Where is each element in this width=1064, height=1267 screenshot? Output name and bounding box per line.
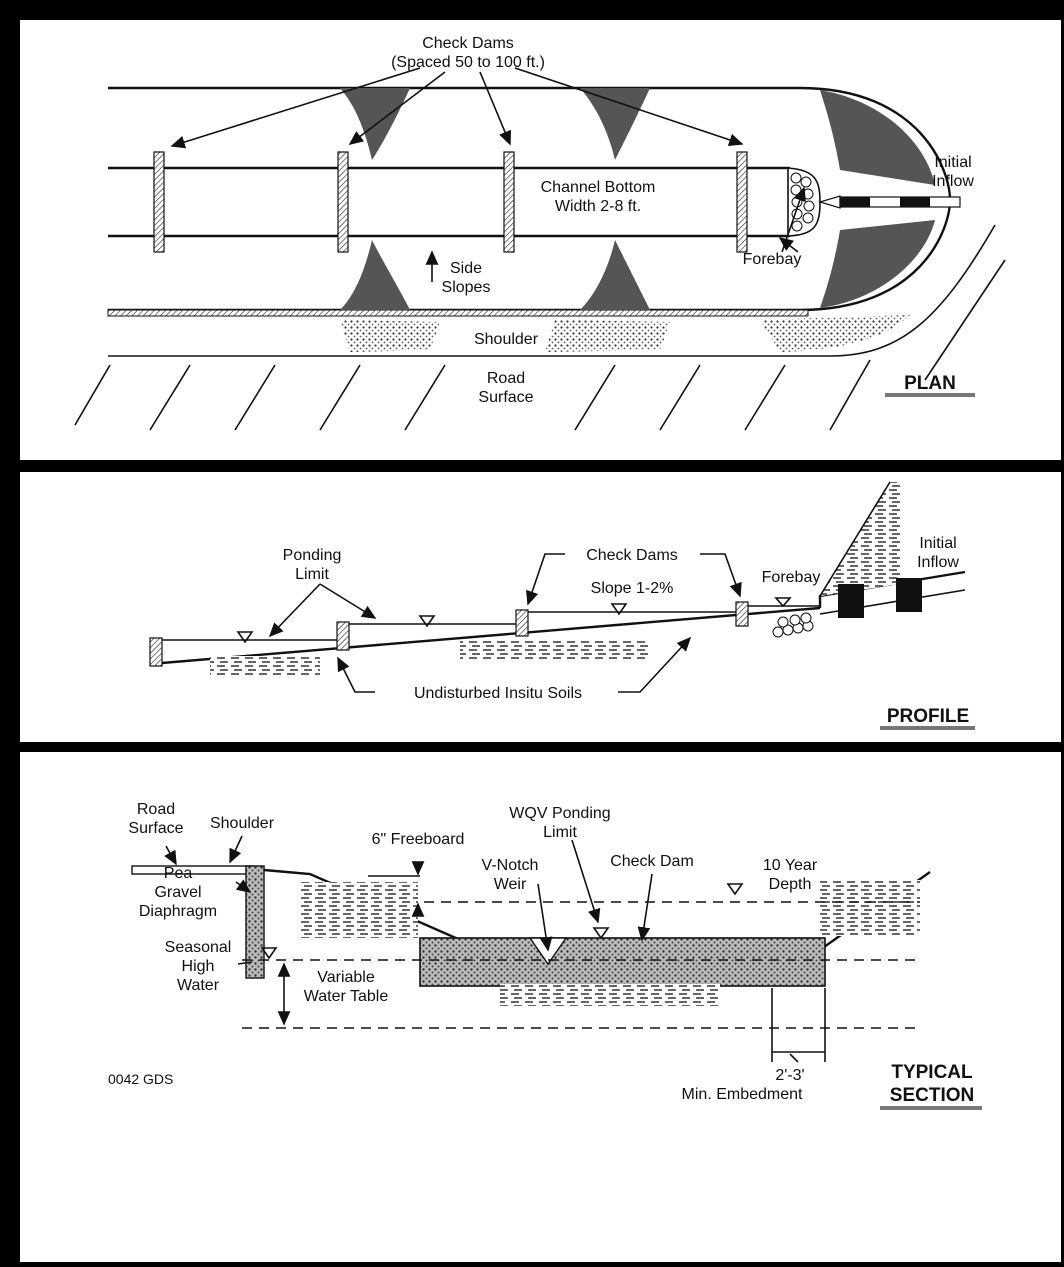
variable-water-label-2: Water Table: [304, 988, 389, 1005]
inflow-pipe-bottom: [819, 589, 966, 615]
embankment-slope: [819, 481, 891, 597]
channel-bed-line: [149, 606, 821, 666]
inflow-pipe-band-1: [840, 197, 870, 207]
profile-initial-inflow-label: Initial: [919, 535, 956, 552]
seasonal-water-label: Seasonal: [165, 939, 232, 956]
section-title: TYPICAL: [891, 1062, 973, 1083]
check-dam-2: [337, 151, 349, 253]
section-title-2: SECTION: [890, 1085, 974, 1106]
wqv-ponding-label-2: Limit: [543, 824, 577, 841]
initial-inflow-label-2: Inflow: [932, 173, 974, 190]
soil-hatch-1: [210, 656, 320, 676]
section-water-markers: [260, 883, 744, 960]
check-dams-label: Check Dams: [422, 35, 514, 52]
channel-width-label: Width 2-8 ft.: [555, 198, 641, 215]
section-soil-right: [820, 880, 920, 936]
profile-panel: Ponding Limit Check Dams Slope 1-2% Fore…: [20, 472, 1061, 742]
check-dams-spacing-label: (Spaced 50 to 100 ft.): [391, 54, 545, 71]
forebay-label: Forebay: [743, 251, 802, 268]
v-notch-label-2: Weir: [494, 876, 527, 893]
profile-callout-lines: [268, 553, 742, 693]
channel-bottom-label: Channel Bottom: [541, 179, 656, 196]
water-level-markers: [236, 597, 792, 644]
profile-check-dam-2: [336, 621, 350, 651]
shoulder-patch-3: [760, 315, 910, 352]
side-slopes-label-2: Slopes: [442, 279, 491, 296]
profile-forebay-stones: [772, 612, 814, 638]
profile-check-dam-1: [149, 637, 163, 667]
ten-year-label-2: Depth: [769, 876, 812, 893]
road-hatching: [74, 259, 1006, 431]
ten-year-label: 10 Year: [763, 857, 818, 874]
soils-label: Undisturbed Insitu Soils: [414, 685, 582, 702]
pea-gravel-label-3: Diaphragm: [139, 903, 217, 920]
inflow-pipe-block-1: [838, 584, 864, 618]
seasonal-water-label-2: High: [182, 958, 215, 975]
side-slope-shade-2: [340, 240, 410, 310]
ponding-limit-label: Ponding: [283, 547, 342, 564]
soil-hatch-2: [460, 640, 650, 660]
shoulder-patch-2: [545, 320, 670, 352]
ponding-surfaces: [156, 605, 820, 641]
profile-drawing: Ponding Limit Check Dams Slope 1-2% Fore…: [149, 481, 975, 730]
section-callout-lines: [164, 835, 799, 1063]
freeboard-label: 6" Freeboard: [372, 831, 465, 848]
wqv-ponding-label: WQV Ponding: [509, 805, 610, 822]
side-slope-shade-1: [340, 88, 410, 160]
inflow-pipe-block-2: [896, 578, 922, 612]
pea-gravel-diaphragm: [245, 865, 265, 979]
pea-gravel-label: Pea: [164, 865, 193, 882]
forebay-arrow-1: [778, 237, 799, 253]
section-road-label: Road: [137, 801, 175, 818]
section-drawing: Road Surface Shoulder 6" Freeboard WQV P…: [108, 801, 982, 1110]
seasonal-water-label-3: Water: [177, 977, 220, 994]
shoulder-label: Shoulder: [474, 331, 539, 348]
check-dam-3: [503, 151, 515, 253]
plan-title: PLAN: [904, 373, 956, 394]
v-notch-label: V-Notch: [482, 857, 539, 874]
check-dam-callout-lines: [170, 67, 744, 149]
variable-water-label: Variable: [317, 969, 375, 986]
embedment-label-2: Min. Embedment: [682, 1086, 803, 1103]
section-check-dam: [419, 937, 826, 987]
profile-check-dam-3: [515, 609, 529, 637]
shoulder-edge-band: [107, 309, 809, 317]
section-soil-left: [298, 882, 418, 938]
side-slope-shade-3: [580, 88, 650, 160]
profile-title: PROFILE: [887, 706, 969, 727]
plan-drawing: Check Dams (Spaced 50 to 100 ft.) Channe…: [74, 35, 1006, 431]
slope-label: Slope 1-2%: [591, 580, 674, 597]
side-slope-shade-4: [580, 240, 650, 310]
channel-top-bank: [108, 86, 952, 312]
section-shoulder-label: Shoulder: [210, 815, 275, 832]
check-dam-4: [736, 151, 748, 253]
check-dam-label: Check Dam: [610, 853, 694, 870]
road-surface-label: Road: [487, 370, 525, 387]
section-panel: Road Surface Shoulder 6" Freeboard WQV P…: [20, 752, 1061, 1262]
road-curve: [829, 224, 996, 357]
road-surface-label-2: Surface: [478, 389, 533, 406]
profile-check-dam-4: [735, 601, 749, 627]
inflow-cone: [817, 195, 841, 209]
ponding-limit-label-2: Limit: [295, 566, 329, 583]
side-slopes-label: Side: [450, 260, 482, 277]
check-dam-1: [153, 151, 165, 253]
plan-panel: Check Dams (Spaced 50 to 100 ft.) Channe…: [20, 20, 1061, 460]
side-slope-shade-6: [820, 220, 935, 308]
profile-check-dams-label: Check Dams: [586, 547, 678, 564]
side-slope-shade-5: [820, 90, 935, 185]
embedment-label: 2'-3': [775, 1067, 804, 1084]
profile-forebay-label: Forebay: [762, 569, 821, 586]
shoulder-patch-1: [340, 320, 440, 352]
forebay-arrow-2: [781, 186, 806, 253]
initial-inflow-label: Initial: [934, 154, 971, 171]
inflow-embankment: [820, 482, 900, 596]
profile-initial-inflow-label-2: Inflow: [917, 554, 959, 571]
pea-gravel-label-2: Gravel: [154, 884, 201, 901]
section-road-label-2: Surface: [128, 820, 183, 837]
section-soil-bottom: [500, 984, 720, 1006]
inflow-pipe-band-2: [900, 197, 930, 207]
drawing-code: 0042 GDS: [108, 1071, 173, 1087]
